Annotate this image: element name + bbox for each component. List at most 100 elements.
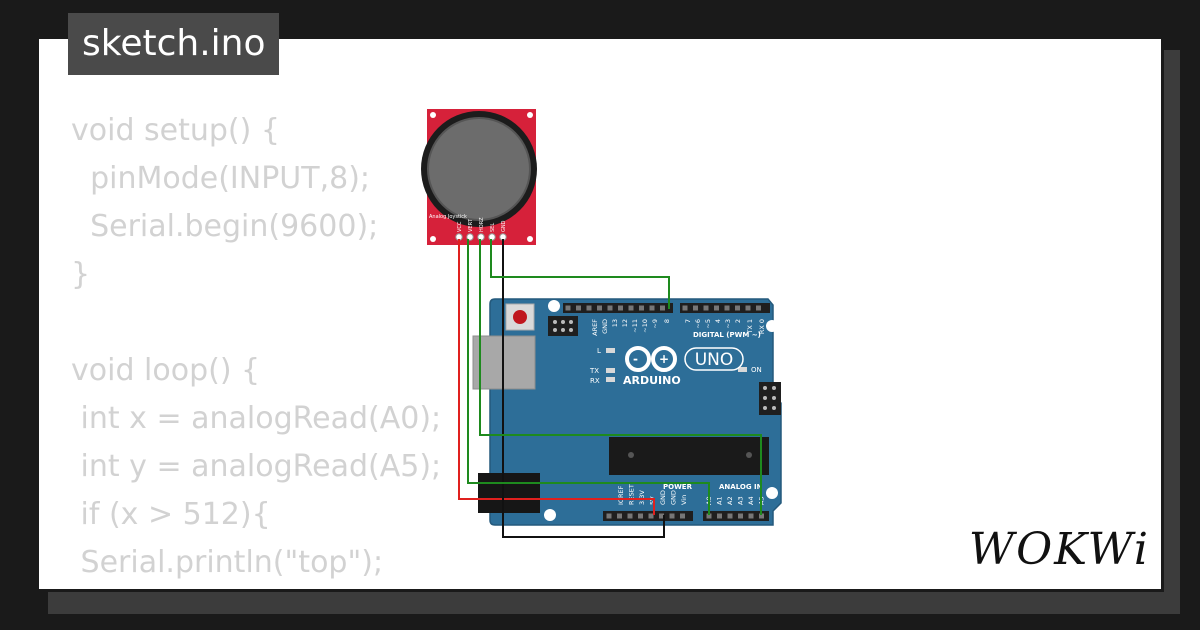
power-pin-label: Vin bbox=[680, 495, 688, 505]
header-pin[interactable] bbox=[724, 305, 730, 311]
led-tx-label: TX bbox=[589, 367, 599, 375]
analog-pin-label: A3 bbox=[737, 496, 745, 505]
wire-sel-d8 bbox=[490, 239, 670, 309]
wires bbox=[458, 239, 762, 538]
header-pin[interactable] bbox=[680, 513, 685, 519]
code-line: if (x > 512){ bbox=[71, 497, 271, 532]
power-jack bbox=[478, 473, 540, 513]
power-pin-label: 3.3V bbox=[638, 490, 646, 505]
digital-pin-label: 8 bbox=[663, 319, 671, 323]
reset-button-cap bbox=[513, 310, 527, 324]
joystick-knob[interactable] bbox=[427, 117, 531, 221]
analog-label: ANALOG IN bbox=[719, 483, 763, 491]
code-line: int x = analogRead(A0); bbox=[71, 401, 442, 436]
digital-pin-label: ~6 bbox=[694, 319, 702, 329]
wire-gnd-gnd bbox=[502, 239, 665, 538]
header-pin[interactable] bbox=[576, 305, 581, 311]
header-pin[interactable] bbox=[717, 513, 722, 519]
code-line: int y = analogRead(A5); bbox=[71, 449, 442, 484]
joystick-pin[interactable] bbox=[466, 233, 474, 241]
digital-pin-label: ~9 bbox=[651, 319, 659, 329]
analog-pin-label: A1 bbox=[716, 496, 724, 505]
header-pin[interactable] bbox=[617, 513, 622, 519]
digital-pin-label: ~11 bbox=[631, 319, 639, 333]
header-pin[interactable] bbox=[648, 513, 654, 519]
arduino-infinity-logo bbox=[625, 346, 677, 372]
analog-pin-label: A2 bbox=[726, 496, 734, 505]
power-pin-label: 5V bbox=[649, 496, 657, 505]
mounting-hole bbox=[544, 509, 556, 521]
header-pin[interactable] bbox=[638, 513, 643, 519]
header-pin[interactable] bbox=[639, 305, 644, 311]
file-title-tab[interactable]: sketch.ino bbox=[68, 13, 280, 75]
digital-pin-label: 7 bbox=[684, 319, 692, 323]
header-pin[interactable] bbox=[649, 305, 655, 311]
header-pin[interactable] bbox=[597, 305, 602, 311]
code-preview: void setup() { pinMode(INPUT,8); Serial.… bbox=[71, 107, 442, 589]
header-pin[interactable] bbox=[628, 305, 634, 311]
plus-sign: + bbox=[659, 352, 669, 366]
header-pin[interactable] bbox=[735, 305, 740, 311]
digital-pin-label: AREF bbox=[591, 319, 599, 336]
code-line: Serial.println("top"); bbox=[71, 545, 384, 580]
joystick-pin-label: GND bbox=[501, 220, 507, 232]
joystick-pin-label: SEL bbox=[490, 223, 496, 232]
joystick-label: Analog Joystick bbox=[429, 214, 467, 220]
mounting-hole bbox=[548, 300, 560, 312]
header-pin[interactable] bbox=[727, 513, 733, 519]
code-line: void loop() { bbox=[71, 353, 261, 388]
circuit-diagram: L TX RX ON - + UNO ARDUINO DIGITAL (PWM … bbox=[421, 109, 782, 538]
header-pin[interactable] bbox=[703, 305, 709, 311]
header-pin[interactable] bbox=[627, 513, 633, 519]
header-pin[interactable] bbox=[682, 305, 688, 311]
header-pin[interactable] bbox=[714, 305, 719, 311]
arduino-uno-board[interactable]: L TX RX ON - + UNO ARDUINO DIGITAL (PWM … bbox=[472, 298, 782, 526]
power-pin-label: IOREF bbox=[617, 485, 625, 505]
header-pin[interactable] bbox=[618, 305, 623, 311]
icsp-header-right bbox=[759, 382, 781, 415]
atmega-chip bbox=[609, 437, 769, 475]
led-tx bbox=[606, 368, 615, 373]
wire-vcc-5v bbox=[458, 239, 655, 515]
minus-sign: - bbox=[633, 352, 638, 366]
digital-label: DIGITAL (PWM ~) bbox=[693, 331, 761, 339]
joystick-pin-label: HORZ bbox=[479, 217, 485, 232]
digital-pin-label: RX 0 bbox=[758, 319, 766, 334]
header-pin[interactable] bbox=[738, 513, 743, 519]
header-pin[interactable] bbox=[607, 305, 613, 311]
arduino-brand: ARDUINO bbox=[623, 374, 681, 387]
header-pin[interactable] bbox=[756, 305, 761, 311]
digital-pin-label: ~3 bbox=[724, 319, 732, 329]
digital-pin-label: GND bbox=[601, 319, 609, 334]
header-pin[interactable] bbox=[706, 513, 712, 519]
header-pin[interactable] bbox=[586, 305, 592, 311]
header-pin[interactable] bbox=[693, 305, 698, 311]
header-pin[interactable] bbox=[745, 305, 751, 311]
code-line: Serial.begin(9600); bbox=[71, 209, 379, 244]
led-rx bbox=[606, 377, 615, 382]
mounting-hole bbox=[766, 320, 778, 332]
led-on bbox=[738, 367, 747, 372]
header-pin[interactable] bbox=[748, 513, 754, 519]
icsp-header-small bbox=[548, 316, 578, 336]
analog-pin-label: A4 bbox=[747, 496, 755, 505]
header-pin[interactable] bbox=[669, 513, 675, 519]
led-rx-label: RX bbox=[590, 377, 600, 385]
analog-header bbox=[703, 511, 769, 521]
header-pin[interactable] bbox=[606, 513, 612, 519]
header-pin[interactable] bbox=[660, 305, 665, 311]
code-line: void setup() { bbox=[71, 113, 280, 148]
header-pin[interactable] bbox=[565, 305, 571, 311]
mounting-hole bbox=[766, 487, 778, 499]
code-line: pinMode(INPUT,8); bbox=[71, 161, 371, 196]
header-pin[interactable] bbox=[759, 513, 764, 519]
project-card[interactable]: void setup() { pinMode(INPUT,8); Serial.… bbox=[36, 36, 1164, 592]
joystick-pin-label: VCC bbox=[457, 221, 463, 232]
digital-pin-label: ~10 bbox=[641, 319, 649, 333]
code-line: } bbox=[71, 257, 91, 292]
power-pin-label: RESET bbox=[628, 484, 636, 505]
led-l bbox=[606, 348, 615, 353]
header-pin[interactable] bbox=[659, 513, 664, 519]
digital-pin-label: 2 bbox=[734, 319, 742, 323]
